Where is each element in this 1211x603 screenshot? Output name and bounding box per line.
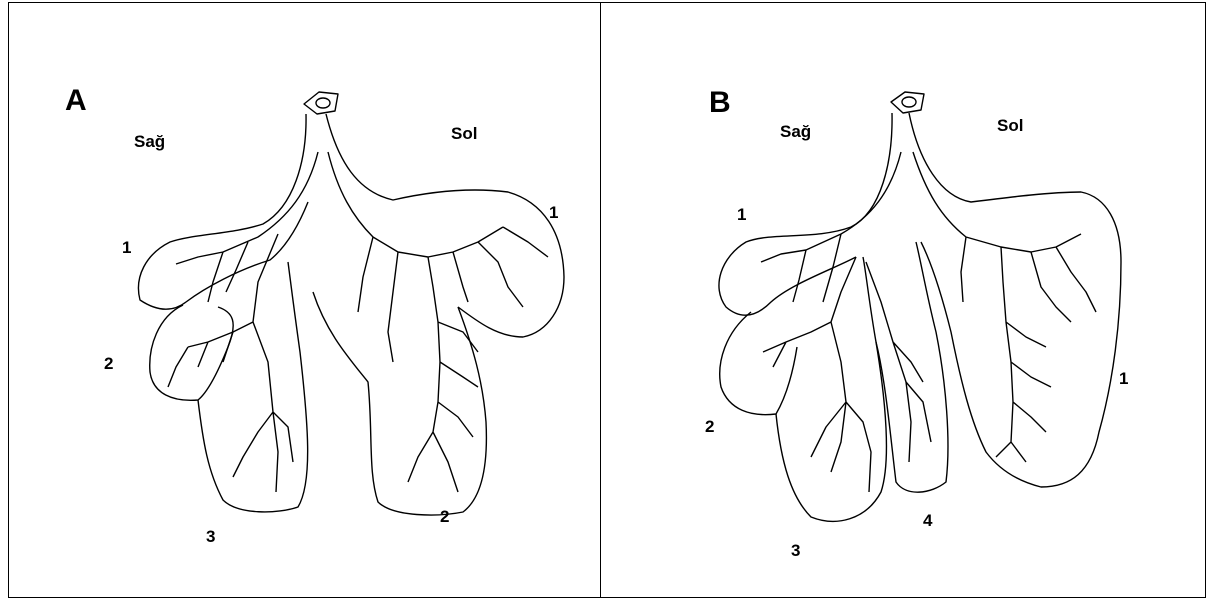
right-middle-lobe: [720, 312, 797, 415]
right-upper-lobe-number-a: 1: [122, 238, 131, 258]
left-upper-lobe-number-a: 1: [549, 203, 558, 223]
panel-a: A Sağ Sol 1 2 3 1 2: [8, 2, 600, 598]
left-lobe-number-b: 1: [1119, 369, 1128, 389]
lung-diagram-a: [8, 2, 600, 598]
right-upper-lobe-number-b: 1: [737, 205, 746, 225]
airway-branches-accessory: [866, 262, 931, 462]
trachea-lumen: [316, 98, 330, 108]
trachea-ring: [304, 92, 338, 114]
left-side-label-a: Sol: [451, 124, 477, 144]
left-lower-lobe: [313, 292, 486, 515]
panel-b: B Sağ Sol 1 2 3 4 1: [601, 2, 1206, 598]
lung-diagram-b: [601, 2, 1206, 598]
trachea-lumen: [902, 97, 916, 107]
right-middle-lobe: [150, 305, 233, 400]
panel-letter-b: B: [709, 86, 731, 120]
right-middle-lobe-number-b: 2: [705, 417, 714, 437]
panel-letter-a: A: [65, 84, 87, 118]
right-lower-lobe-number-a: 3: [206, 527, 215, 547]
right-side-label-a: Sağ: [134, 132, 165, 152]
right-lower-lobe-number-b: 3: [791, 541, 800, 561]
left-lobe: [909, 113, 1121, 487]
right-side-label-b: Sağ: [780, 122, 811, 142]
airway-branches-left: [328, 152, 548, 492]
right-lower-lobe: [198, 262, 308, 512]
left-side-label-b: Sol: [997, 116, 1023, 136]
accessory-lobe-number-b: 4: [923, 511, 932, 531]
right-middle-lobe-number-a: 2: [104, 354, 113, 374]
airway-branches-right: [761, 152, 901, 492]
left-lower-lobe-number-a: 2: [440, 507, 449, 527]
trachea-ring: [891, 92, 924, 113]
